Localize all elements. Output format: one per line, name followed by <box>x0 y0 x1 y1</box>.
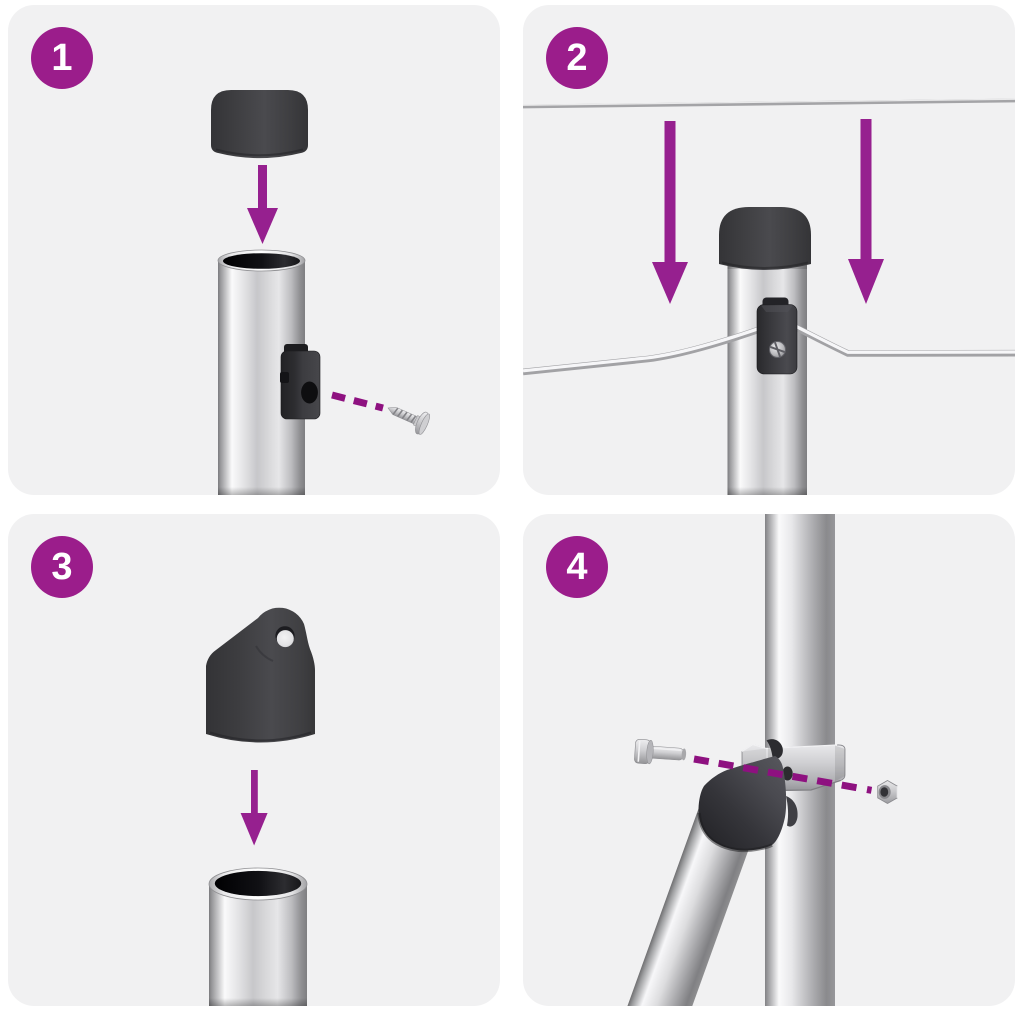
routed-tension-wire <box>523 324 1015 376</box>
step-1-badge: 1 <box>31 27 93 89</box>
straight-tension-wire <box>523 98 1015 109</box>
dashed-guide-line <box>693 755 873 794</box>
wire-holder-bracket <box>280 344 321 420</box>
step-3-badge: 3 <box>31 536 93 598</box>
self-tapping-screw <box>387 406 430 435</box>
down-arrow-left <box>652 121 688 304</box>
step-4-number: 4 <box>566 546 588 588</box>
round-post-cap <box>211 90 308 159</box>
hex-bolt <box>634 738 687 765</box>
step-2-number: 2 <box>566 37 588 79</box>
diagonal-brace-tube <box>619 798 760 1006</box>
down-arrow <box>240 770 268 846</box>
brace-end-boot <box>697 756 798 853</box>
step-3-number: 3 <box>51 546 73 588</box>
step-4-illustration <box>619 514 898 1006</box>
step-4-badge: 4 <box>546 536 608 598</box>
step-4-panel: 4 <box>523 514 1015 1006</box>
hex-nut <box>877 780 898 804</box>
step-3-panel: 3 <box>8 514 500 1006</box>
down-arrow <box>247 165 278 244</box>
step-1-number: 1 <box>51 37 73 79</box>
clamp-screw <box>769 341 786 358</box>
step-1-panel: 1 <box>8 5 500 495</box>
step-1-illustration <box>211 90 430 495</box>
step-2-panel: 2 <box>523 5 1015 495</box>
step-2-illustration <box>523 98 1015 495</box>
wire-tension-clamp <box>756 297 798 375</box>
step-3-illustration <box>206 607 315 1006</box>
down-arrow-right <box>848 119 884 304</box>
open-top-post <box>208 867 308 1006</box>
dashed-guide-line <box>331 391 384 412</box>
step-2-badge: 2 <box>546 27 608 89</box>
eyelet-post-cap <box>206 607 315 743</box>
